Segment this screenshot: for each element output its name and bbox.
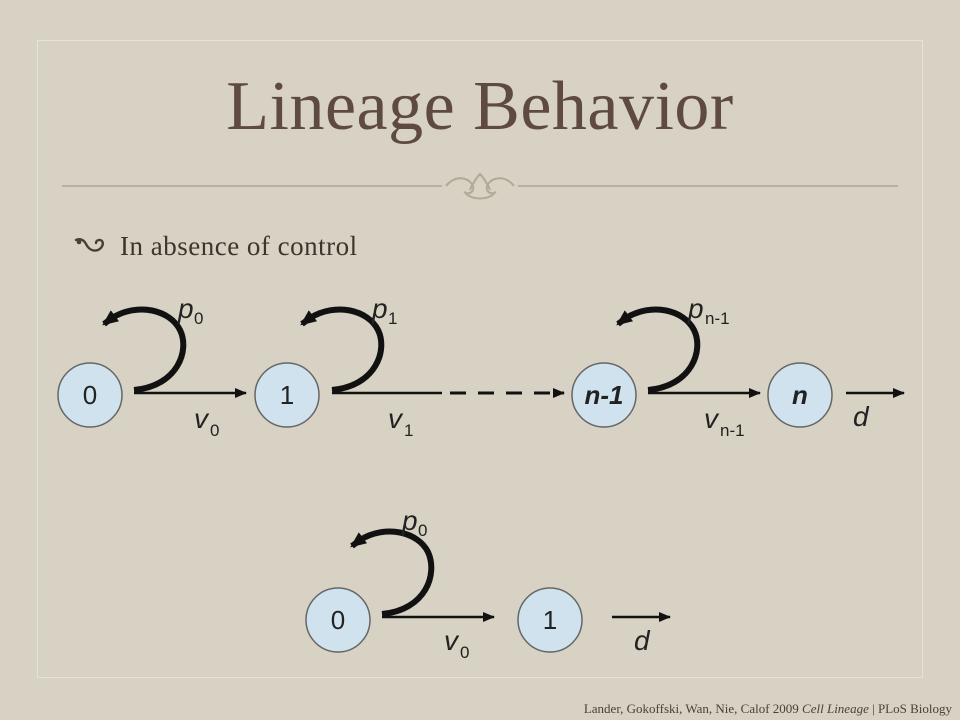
citation-publisher: PLoS Biology	[877, 701, 952, 716]
node-n-minus-1: n-1	[571, 362, 637, 428]
slide-frame	[37, 40, 923, 678]
label-vn-minus-1: v n-1	[704, 403, 745, 440]
self-renewal-arrow-0	[102, 306, 187, 393]
svg-text:0: 0	[210, 421, 219, 440]
label-v1: v 1	[388, 403, 413, 440]
bottom-label-d: d	[634, 625, 651, 656]
svg-text:0: 0	[194, 309, 203, 328]
svg-text:1: 1	[404, 421, 413, 440]
svg-text:v: v	[704, 403, 720, 434]
bullet-item: In absence of control	[74, 226, 358, 266]
svg-text:n-1: n-1	[720, 421, 745, 440]
svg-text:v: v	[444, 625, 460, 656]
bottom-label-v0: v 0	[444, 625, 469, 662]
self-renewal-arrow-1	[300, 306, 385, 393]
node-n: n	[767, 362, 833, 428]
slide-title: Lineage Behavior	[226, 68, 734, 145]
citation: Lander, Gokoffski, Wan, Nie, Calof 2009 …	[584, 701, 952, 717]
svg-text:p: p	[687, 293, 704, 324]
svg-text:v: v	[194, 403, 210, 434]
node-1: 1	[254, 362, 320, 428]
svg-text:0: 0	[460, 643, 469, 662]
bottom-node-0: 0	[305, 587, 371, 653]
bottom-lineage-chain: 0 1 p 0 v 0 d	[305, 505, 671, 662]
top-lineage-chain: 0 1 n-1 n p 0 p	[57, 293, 905, 440]
bottom-node-1: 1	[517, 587, 583, 653]
svg-text:0: 0	[331, 605, 345, 635]
node-0: 0	[57, 362, 123, 428]
bottom-self-renewal-arrow-0	[350, 528, 435, 617]
bottom-label-p0: p 0	[401, 505, 427, 540]
label-p0: p 0	[177, 293, 203, 328]
bullet-text: In absence of control	[120, 230, 358, 261]
ornament-icon	[445, 172, 515, 200]
svg-text:1: 1	[543, 605, 557, 635]
svg-text:1: 1	[388, 309, 397, 328]
svg-text:p: p	[401, 505, 418, 536]
self-renewal-arrow-n-minus-1	[616, 306, 701, 393]
citation-separator: |	[868, 701, 878, 716]
label-v0: v 0	[194, 403, 219, 440]
label-p1: p 1	[371, 293, 397, 328]
svg-text:n-1: n-1	[585, 380, 624, 410]
svg-text:n: n	[792, 380, 808, 410]
svg-text:p: p	[371, 293, 388, 324]
fleuron-bullet-icon	[74, 238, 104, 252]
citation-journal-title: Cell Lineage	[802, 701, 869, 716]
svg-text:n-1: n-1	[705, 309, 730, 328]
title-divider	[62, 172, 898, 200]
label-pn-minus-1: p n-1	[687, 293, 730, 328]
svg-text:0: 0	[83, 380, 97, 410]
citation-authors: Lander, Gokoffski, Wan, Nie, Calof 2009	[583, 701, 803, 716]
label-d: d	[853, 401, 870, 432]
svg-text:v: v	[388, 403, 404, 434]
svg-text:p: p	[177, 293, 194, 324]
svg-text:1: 1	[280, 380, 294, 410]
svg-text:0: 0	[418, 521, 427, 540]
